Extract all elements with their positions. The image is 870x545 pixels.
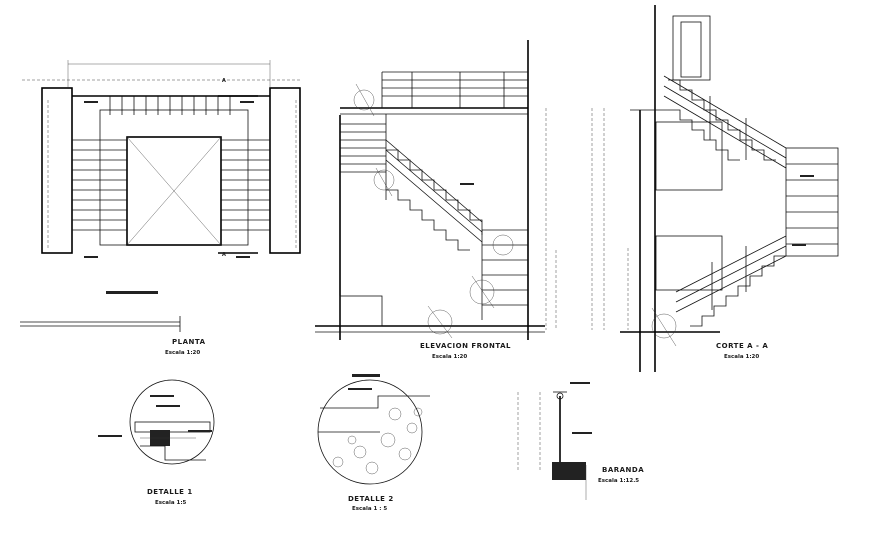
corte-section-view bbox=[603, 5, 839, 372]
detalle1-title: DETALLE 1 bbox=[147, 488, 193, 496]
detalle2-title: DETALLE 2 bbox=[348, 495, 394, 503]
baranda-scale: Escala 1:12.5 bbox=[598, 478, 640, 484]
elevacion-top-railing bbox=[381, 71, 528, 108]
reference-line bbox=[20, 316, 181, 332]
planta-title: PLANTA bbox=[172, 338, 206, 346]
baranda-title: BARANDA bbox=[602, 466, 645, 474]
planta-plan-view bbox=[22, 60, 301, 294]
planta-top-treads bbox=[109, 96, 231, 115]
elevacion-title: ELEVACION FRONTAL bbox=[420, 342, 511, 350]
baranda-railing-detail bbox=[517, 382, 592, 500]
corte-scale: Escala 1:20 bbox=[724, 354, 760, 360]
detalle2-detail-view bbox=[317, 374, 430, 485]
planta-section-mark-bottom: A bbox=[222, 252, 226, 258]
elevacion-frontal-view bbox=[315, 40, 593, 340]
planta-scale: Escala 1:20 bbox=[165, 350, 201, 356]
detalle1-detail-view bbox=[98, 379, 215, 465]
corte-title: CORTE A - A bbox=[716, 342, 769, 350]
detalle2-scale: Escala 1 : 5 bbox=[352, 506, 388, 512]
planta-section-mark-top: A bbox=[222, 78, 226, 84]
planta-right-treads bbox=[221, 139, 270, 231]
planta-left-treads bbox=[72, 139, 127, 231]
elevacion-lower-flight bbox=[340, 114, 387, 200]
detalle1-scale: Escala 1:5 bbox=[155, 500, 187, 506]
elevacion-scale: Escala 1:20 bbox=[432, 354, 468, 360]
elevacion-upper-flight bbox=[481, 229, 528, 320]
